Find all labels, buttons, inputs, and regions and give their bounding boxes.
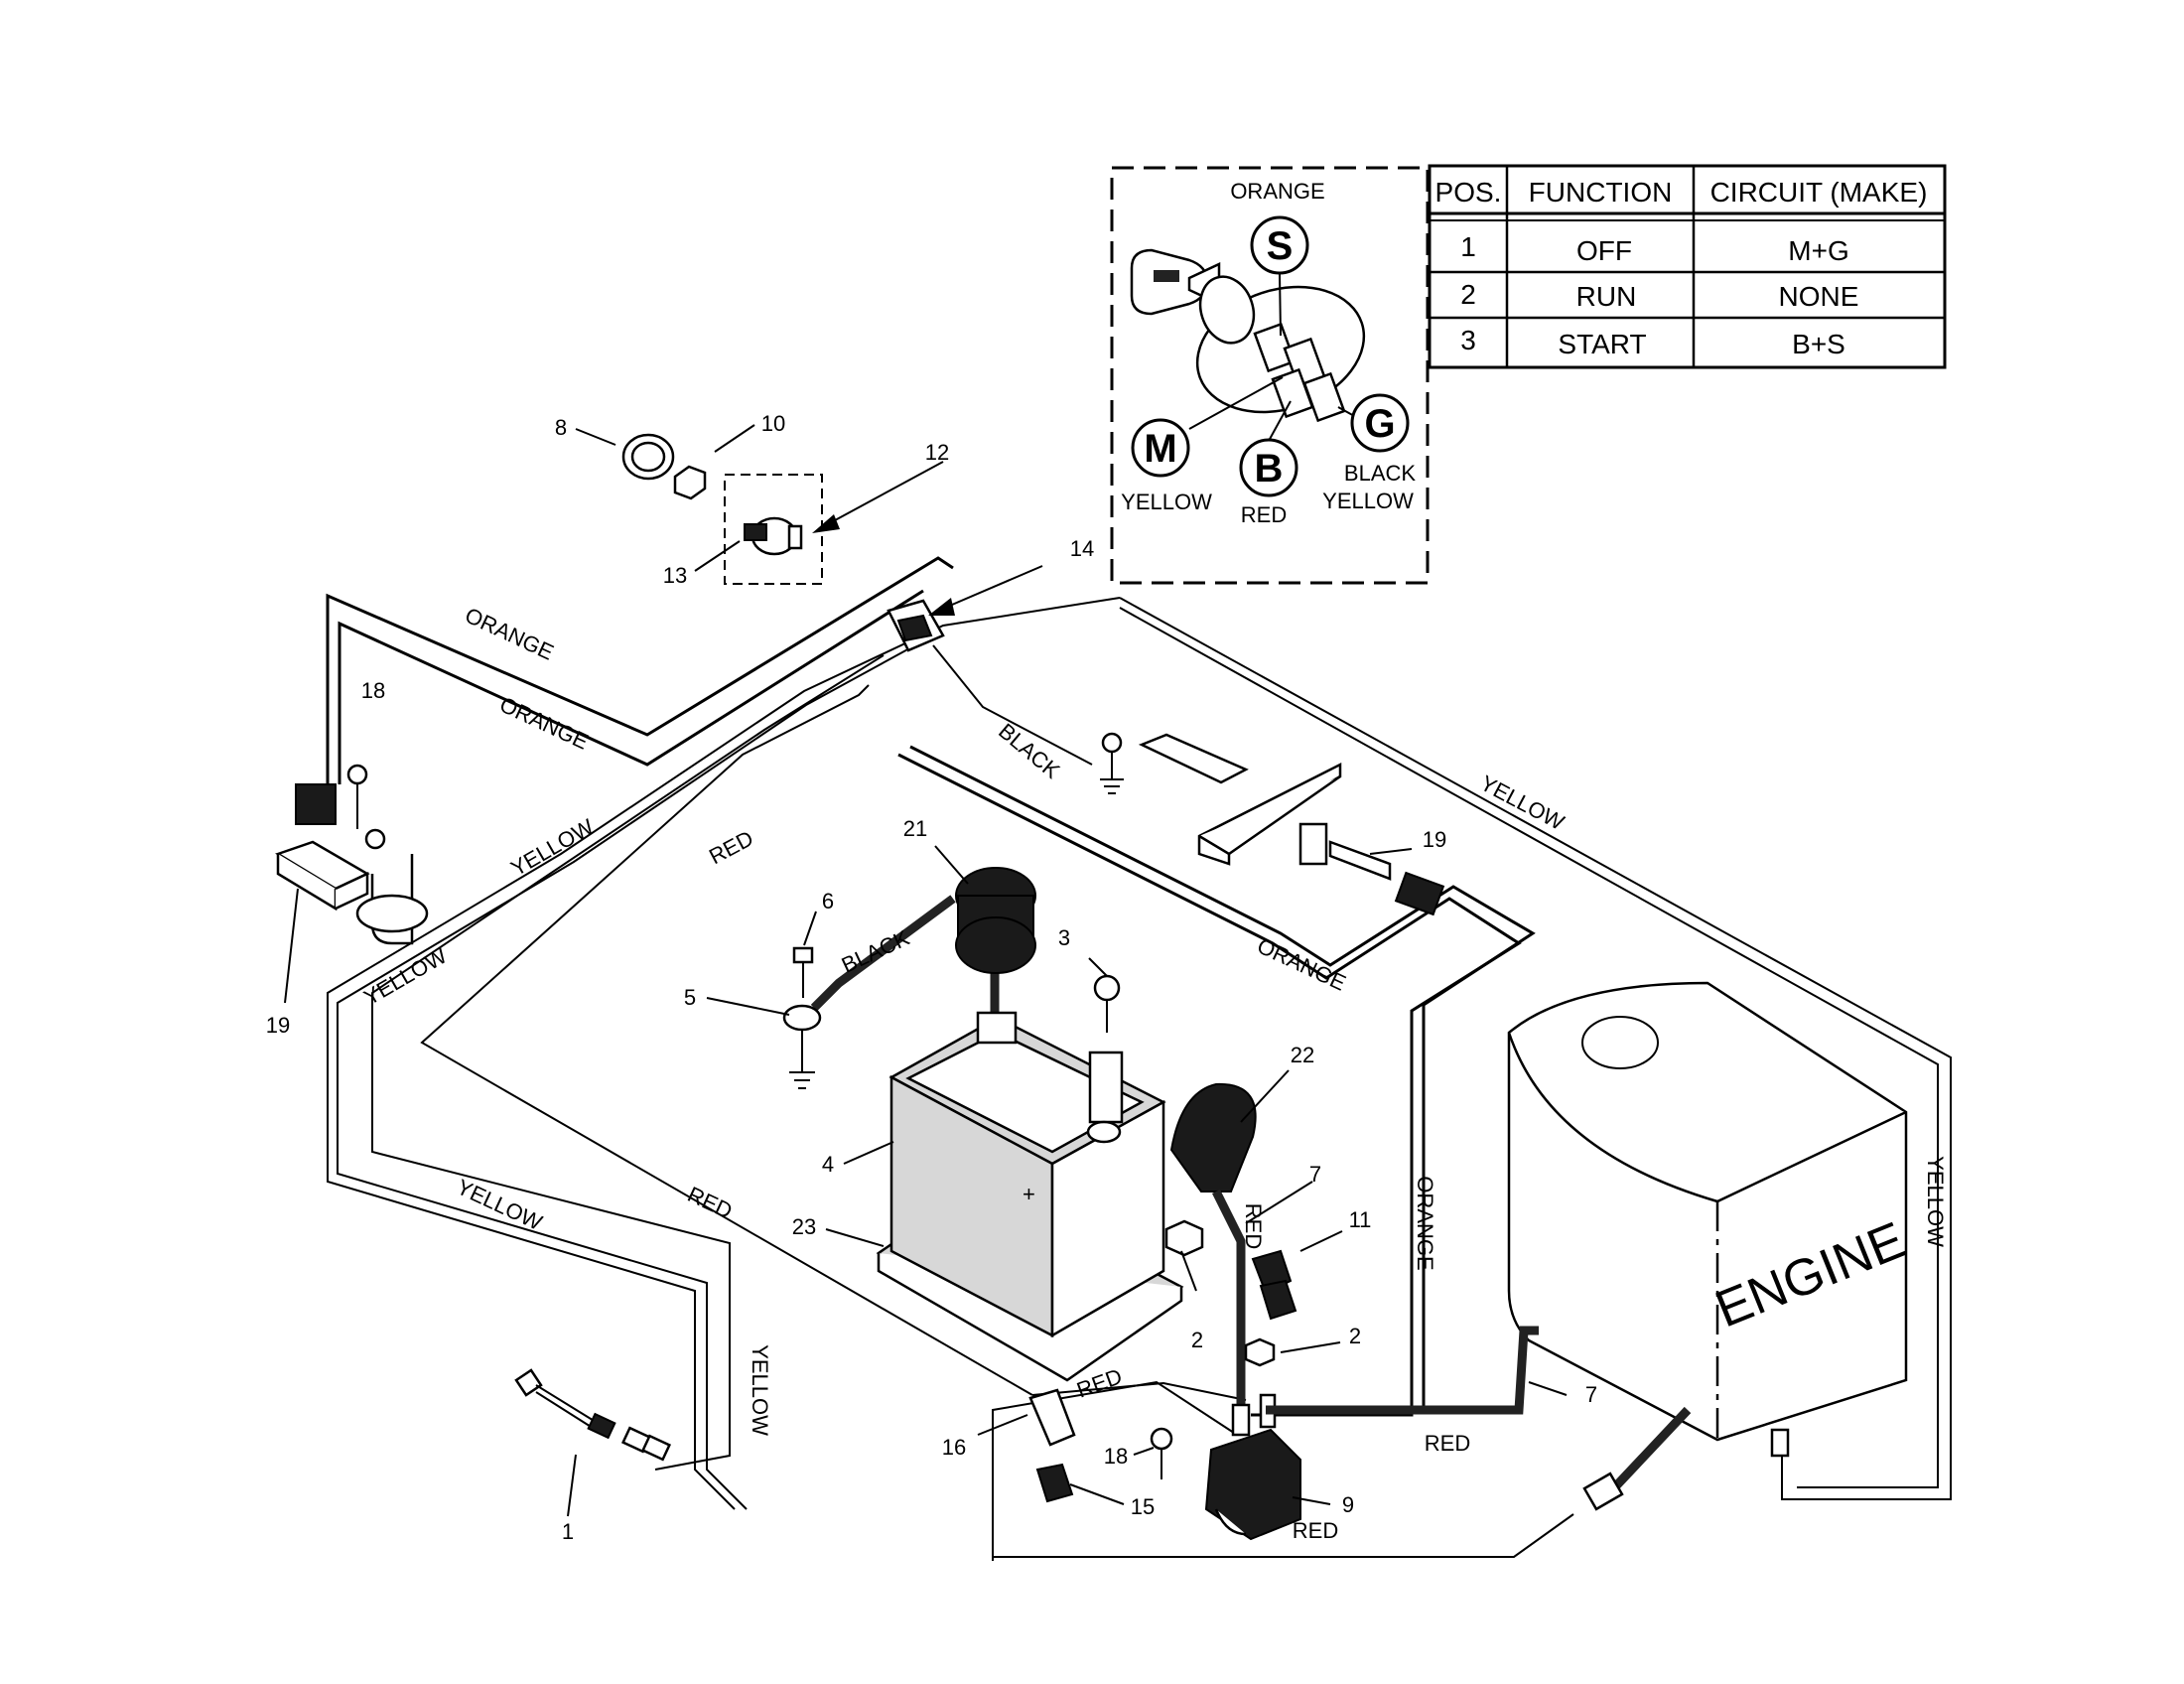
inset-red-b-label: RED	[1241, 502, 1287, 527]
wire-label: YELLOW	[1923, 1156, 1948, 1247]
callout-19: 19	[266, 1013, 290, 1038]
inset-black-g-label: BLACK	[1344, 461, 1416, 486]
inset-orange-label: ORANGE	[1230, 179, 1324, 204]
ignition-switch-inset: S M B G ORANGE YELLOW RED BLACK YELLOW	[1110, 166, 1430, 585]
wire-harness	[326, 556, 1952, 1561]
table-header-circuit: CIRCUIT (MAKE)	[1710, 177, 1928, 208]
table-header-function: FUNCTION	[1529, 177, 1673, 208]
callout-13: 13	[663, 563, 687, 588]
callout-leaders	[567, 424, 1568, 1517]
inset-yellow-g-label: YELLOW	[1322, 489, 1414, 513]
wire-label: RED	[1293, 1518, 1338, 1543]
table-cell: 2	[1460, 279, 1476, 310]
callout-2: 2	[1191, 1328, 1203, 1352]
wire-label: ORANGE	[1254, 933, 1350, 996]
switch-parts	[621, 433, 1043, 652]
wire-label: YELLOW	[748, 1344, 772, 1436]
table-cell: 1	[1460, 231, 1476, 262]
terminal-s-label: S	[1267, 224, 1294, 268]
wire-label: BLACK	[994, 718, 1065, 783]
table-cell: NONE	[1779, 281, 1859, 312]
callout-3: 3	[1058, 925, 1070, 950]
callout-6: 6	[822, 889, 834, 913]
harness-connector-1	[514, 1368, 672, 1462]
table-cell: 3	[1460, 325, 1476, 355]
wire-label: ORANGE	[462, 603, 558, 665]
interlock-switch-right	[1100, 732, 1445, 916]
terminal-b-label: B	[1255, 447, 1284, 491]
callout-23: 23	[792, 1214, 816, 1239]
wire-label: YELLOW	[453, 1174, 546, 1235]
table-cell: RUN	[1576, 281, 1637, 312]
engine: ENGINE	[1507, 981, 1913, 1511]
wire-label: ORANGE	[1413, 1176, 1437, 1270]
wire-label: ORANGE	[496, 692, 593, 755]
callout-8: 8	[555, 415, 567, 440]
callout-18: 18	[1104, 1444, 1128, 1469]
table-cell: OFF	[1576, 235, 1632, 266]
terminal-g-label: G	[1364, 402, 1395, 446]
callout-19: 19	[1423, 827, 1446, 852]
interlock-switch-left	[275, 764, 429, 1004]
callout-5: 5	[684, 985, 696, 1010]
wire-label: RED	[1425, 1431, 1470, 1456]
terminal-m-label: M	[1144, 427, 1176, 471]
callout-11: 11	[1349, 1207, 1372, 1232]
wire-label: BLACK	[838, 924, 913, 977]
callout-7: 7	[1309, 1162, 1321, 1187]
wire-label: RED	[684, 1182, 737, 1223]
callout-21: 21	[903, 816, 927, 841]
inset-yellow-m-label: YELLOW	[1121, 490, 1212, 514]
callout-4: 4	[822, 1152, 834, 1177]
callout-14: 14	[1070, 536, 1094, 561]
callout-18: 18	[361, 678, 385, 703]
callout-12: 12	[925, 440, 949, 465]
callout-22: 22	[1291, 1043, 1314, 1067]
callout-1: 1	[562, 1519, 574, 1544]
callout-16: 16	[942, 1435, 966, 1460]
wire-label: RED	[1241, 1203, 1266, 1249]
solenoid-assembly	[1028, 1326, 1539, 1541]
table-cell: B+S	[1792, 329, 1845, 359]
wire-label: RED	[705, 825, 757, 869]
callout-15: 15	[1131, 1494, 1155, 1519]
callout-7: 7	[1585, 1382, 1597, 1407]
positive-sign: +	[1023, 1182, 1035, 1206]
wire-label: YELLOW	[506, 814, 598, 882]
callout-9: 9	[1342, 1492, 1354, 1517]
callout-2: 2	[1349, 1324, 1361, 1348]
callout-numbers: 1 2 2 3 4 5 6 7 7 8 9 10 11 12 13 14 15 …	[266, 411, 1597, 1544]
wire-label: YELLOW	[359, 943, 451, 1011]
table-header-pos: POS.	[1435, 177, 1502, 208]
table-cell: M+G	[1788, 235, 1848, 266]
table-cell: START	[1558, 329, 1646, 359]
battery-assembly: +	[782, 867, 1297, 1410]
switch-function-table: POS. FUNCTION CIRCUIT (MAKE) 1 OFF M+G 2…	[1428, 164, 1947, 369]
callout-10: 10	[761, 411, 785, 436]
